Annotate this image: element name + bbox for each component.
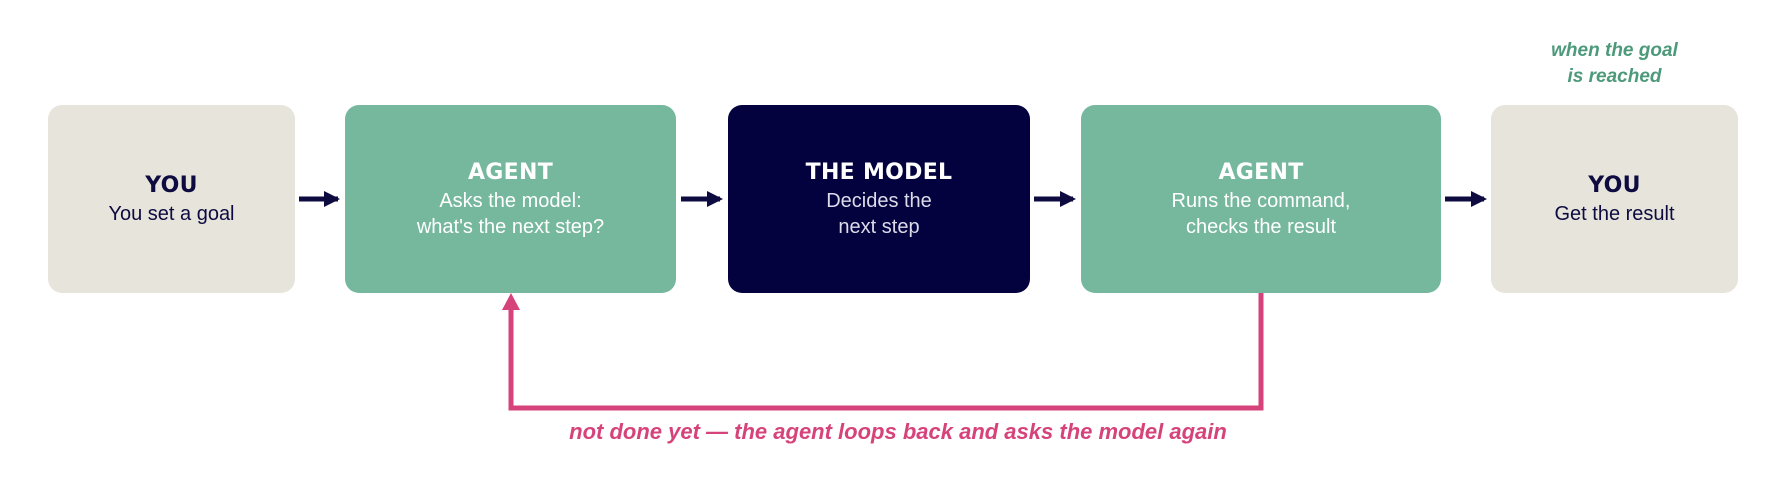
node-you-end: YOU Get the result [1491,105,1738,293]
node-title: AGENT [1218,160,1304,185]
arrow-agent-to-model-head [707,191,723,207]
node-title: YOU [145,173,198,198]
loop-back-arrow-head [502,293,520,310]
node-subtitle: Asks the model: what's the next step? [416,190,605,238]
node-subtitle: You set a goal [108,203,235,225]
node-agent-ask: AGENT Asks the model: what's the next st… [345,105,676,293]
arrow-agent-to-you-head [1471,191,1487,207]
node-subtitle: Get the result [1554,203,1675,225]
node-title: THE MODEL [805,160,953,185]
node-subtitle: Runs the command, checks the result [1171,190,1351,238]
loop-back-arrow [508,293,1264,411]
node-subtitle: Decides the next step [826,190,932,238]
node-the-model: THE MODEL Decides the next step [728,105,1030,293]
node-title: AGENT [467,160,554,185]
node-agent-run: AGENT Runs the command, checks the resul… [1081,105,1441,293]
node-title: YOU [1588,173,1641,198]
arrow-you-to-agent-head [324,191,340,207]
loop-back-label: not done yet — the agent loops back and … [569,419,1227,444]
arrow-model-to-agent-head [1060,191,1076,207]
goal-reached-note: when the goal is reached [1551,40,1678,87]
node-you-start: YOU You set a goal [48,105,295,293]
